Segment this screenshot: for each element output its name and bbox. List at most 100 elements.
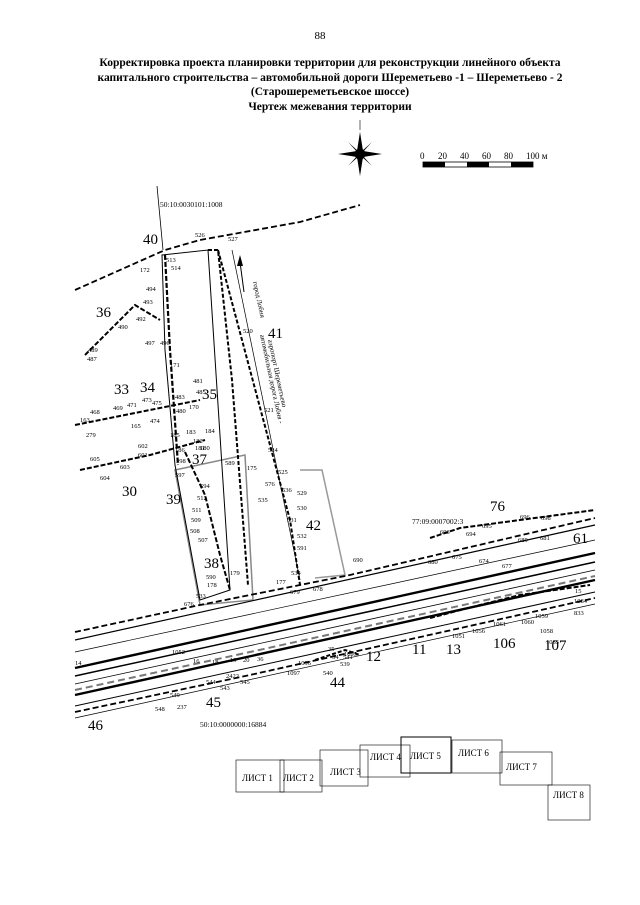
scale-bar: 0 20 40 60 80 100 м <box>420 151 548 168</box>
sheet-6-label: ЛИСТ 6 <box>458 748 489 758</box>
point-number-label: 532 <box>297 533 307 540</box>
area-label: 39 <box>166 492 181 508</box>
sheet-4-label: ЛИСТ 4 <box>370 752 401 762</box>
point-number-label: 525 <box>278 469 288 476</box>
point-number-label: 185 <box>170 432 180 439</box>
point-number-label: 833 <box>574 610 584 617</box>
point-number-label: 1097 <box>287 670 301 677</box>
point-number-label: 544 <box>206 679 217 686</box>
point-number-label: 36 <box>257 656 264 663</box>
point-number-label: 1096 <box>298 660 312 667</box>
point-number-label: 508 <box>190 528 200 535</box>
point-number-label: 598 <box>176 458 186 465</box>
sheet-8-label: ЛИСТ 8 <box>553 790 584 800</box>
point-number-label: 16 <box>193 658 200 665</box>
point-number-label: 602 <box>138 443 148 450</box>
area-labels: 40 36 41 33 34 35 37 30 39 42 38 76 61 1… <box>88 232 588 734</box>
area-label: 44 <box>330 675 346 691</box>
sheet-index: ЛИСТ 1 ЛИСТ 2 ЛИСТ 3 ЛИСТ 4 ЛИСТ 5 ЛИСТ … <box>235 736 591 821</box>
point-number-label: 536 <box>282 487 293 494</box>
point-number-label: 1056 <box>472 628 486 635</box>
area-label: 40 <box>143 232 158 248</box>
point-number-label: 533 <box>196 593 206 600</box>
point-number-label: 529 <box>297 490 307 497</box>
point-number-label: 179 <box>230 570 240 577</box>
point-number-label: 541 <box>343 654 353 661</box>
point-number-label: 2422 <box>226 673 239 680</box>
linework <box>74 185 596 719</box>
point-number-label: 497 <box>145 340 156 347</box>
point-number-label: 545 <box>240 679 250 686</box>
title-line-2: капитального строительства – автомобильн… <box>97 71 563 84</box>
point-number-label: 480 <box>176 408 186 415</box>
point-number-label: 473 <box>142 397 152 404</box>
point-number-label: 677 <box>502 563 513 570</box>
point-number-label: 35 <box>328 646 335 653</box>
point-number-label: 535 <box>258 497 268 504</box>
scale-tick-0: 0 <box>420 151 425 161</box>
point-number-label: 591 <box>297 545 307 552</box>
point-number-label: 475 <box>152 400 162 407</box>
point-number-label: 534 <box>291 570 302 577</box>
point-number-label: 1059 <box>535 613 548 620</box>
page-number: 88 <box>314 30 326 42</box>
point-number-label: 474 <box>150 418 161 425</box>
point-number-label: 489 <box>88 347 98 354</box>
point-number-label: 509 <box>191 517 201 524</box>
area-label: 13 <box>446 642 461 658</box>
point-number-label: 604 <box>100 475 111 482</box>
area-label: 106 <box>493 636 516 652</box>
point-number-label: 1051 <box>452 633 465 640</box>
scale-tick-80: 80 <box>504 151 514 161</box>
point-number-label: 178 <box>207 582 217 589</box>
point-number-label: 181 <box>195 445 205 452</box>
area-label: 76 <box>490 499 506 515</box>
point-number-label: 526 <box>195 232 206 239</box>
point-number-label: 597 <box>175 472 186 479</box>
point-number-label: 543 <box>220 685 230 692</box>
compass-rose-icon <box>338 120 382 176</box>
point-number-label: 237 <box>177 704 188 711</box>
point-number-label: 493 <box>143 299 153 306</box>
point-number-label: 172 <box>140 267 150 274</box>
scale-tick-60: 60 <box>482 151 492 161</box>
cadastral-east: 77:09:0007002:3 <box>412 517 464 526</box>
point-number-label: 182 <box>193 438 203 445</box>
point-number-label: 1060 <box>521 619 534 626</box>
point-number-label: 527 <box>228 236 239 243</box>
point-number-label: 163 <box>80 417 90 424</box>
point-number-label: 674 <box>479 558 490 565</box>
point-number-label: 681 <box>540 535 550 542</box>
road-label-lobnya: город Лобня <box>251 281 267 320</box>
point-number-label: 605 <box>90 456 100 463</box>
point-number-label: 695 <box>482 523 492 530</box>
point-number-label: 1084 <box>574 598 588 605</box>
point-number-label: 469 <box>113 405 123 412</box>
point-number-label: 496 <box>160 340 171 347</box>
sheet-2-label: ЛИСТ 2 <box>283 773 314 783</box>
area-label: 30 <box>122 484 137 500</box>
title-block: Корректировка проекта планировки террито… <box>30 56 630 114</box>
point-number-label: 1052 <box>172 649 185 656</box>
area-label: 38 <box>204 556 219 572</box>
point-number-label: 1095 <box>344 651 357 658</box>
area-label: 45 <box>206 695 221 711</box>
area-label: 12 <box>366 649 381 665</box>
point-number-label: 513 <box>166 257 176 264</box>
area-label: 107 <box>544 638 567 654</box>
point-number-label: 184 <box>205 428 216 435</box>
area-label: 41 <box>268 326 283 342</box>
sheet-5-label: ЛИСТ 5 <box>410 751 441 761</box>
point-number-label: 490 <box>118 324 128 331</box>
point-number-label: 483 <box>175 394 185 401</box>
point-number-label: 521 <box>264 407 274 414</box>
area-label: 46 <box>88 718 104 734</box>
point-number-label: 18 <box>212 659 219 666</box>
point-number-label: 487 <box>87 356 98 363</box>
title-line-4: Чертеж межевания территории <box>248 100 412 113</box>
point-number-label: 512 <box>197 495 207 502</box>
point-number-label: 590 <box>206 574 216 581</box>
scale-tick-40: 40 <box>460 151 470 161</box>
area-label: 37 <box>192 452 208 468</box>
